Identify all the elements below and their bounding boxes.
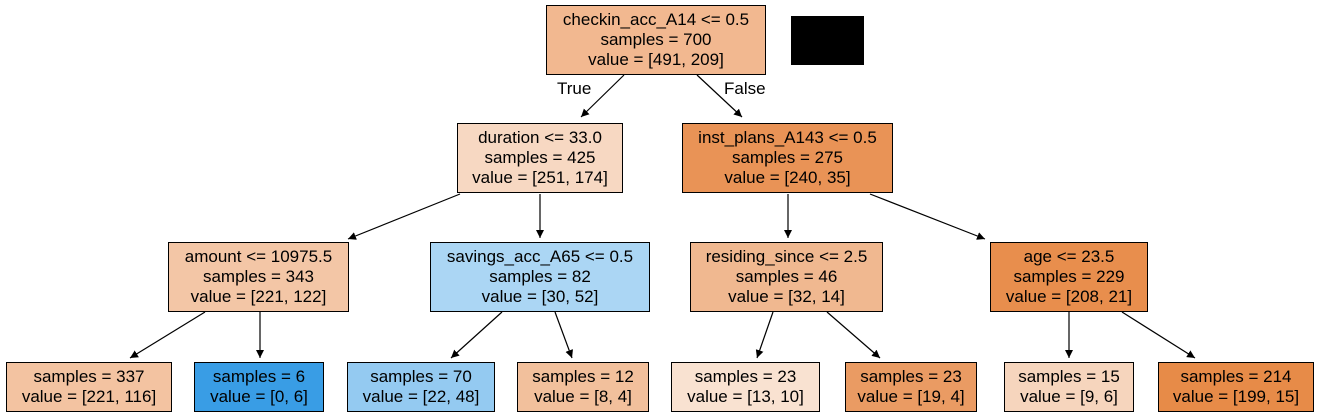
tree-node: inst_plans_A143 <= 0.5 samples = 275 val… [682,123,893,193]
node-samples: samples = 343 [202,267,315,286]
node-value: value = [221, 116] [21,387,157,406]
tree-leaf: samples = 23 value = [13, 10] [671,362,820,412]
node-samples: samples = 12 [532,367,634,386]
node-value: value = [19, 4] [857,387,965,406]
tree-node: residing_since <= 2.5 samples = 46 value… [690,242,883,312]
node-samples: samples = 46 [735,267,838,286]
redaction-box [791,16,864,65]
tree-edge-arrow [755,311,774,359]
node-split: savings_acc_A65 <= 0.5 [446,247,634,266]
node-samples: samples = 82 [489,267,591,286]
tree-leaf: samples = 214 value = [199, 15] [1158,362,1314,412]
node-value: value = [240, 35] [724,168,851,187]
node-samples: samples = 6 [212,367,306,386]
node-value: value = [0, 6] [210,387,308,406]
tree-node: duration <= 33.0 samples = 425 value = [… [457,123,623,193]
node-samples: samples = 23 [694,367,797,386]
node-samples: samples = 425 [484,148,596,167]
node-split: residing_since <= 2.5 [705,247,868,266]
node-split: inst_plans_A143 <= 0.5 [698,128,877,147]
tree-leaf: samples = 12 value = [8, 4] [517,362,649,412]
edge-label-true: True [557,79,592,98]
tree-edge-arrow [1121,311,1196,359]
tree-leaf: samples = 337 value = [221, 116] [6,362,172,412]
tree-leaf: samples = 6 value = [0, 6] [194,362,324,412]
node-samples: samples = 15 [1018,367,1120,386]
tree-node: age <= 23.5 samples = 229 value = [208, … [990,242,1148,312]
tree-node: savings_acc_A65 <= 0.5 samples = 82 valu… [430,242,650,312]
node-value: value = [8, 4] [534,387,632,406]
tree-edge-arrow [554,311,573,359]
tree-edge-arrow [826,311,881,359]
tree-node: amount <= 10975.5 samples = 343 value = … [168,242,349,312]
node-value: value = [491, 209] [588,50,724,69]
node-split: duration <= 33.0 [478,128,602,147]
node-value: value = [30, 52] [481,287,599,306]
node-value: value = [251, 174] [472,168,608,187]
node-samples: samples = 275 [731,148,844,167]
node-value: value = [13, 10] [687,387,804,406]
tree-leaf: samples = 70 value = [22, 48] [347,362,495,412]
tree-edge-arrow [347,193,461,240]
node-value: value = [22, 48] [362,387,480,406]
node-samples: samples = 70 [370,367,472,386]
tree-edge-arrow [869,193,986,240]
node-value: value = [221, 122] [190,287,327,306]
node-value: value = [32, 14] [728,287,845,306]
node-samples: samples = 214 [1180,367,1292,386]
node-samples: samples = 23 [860,367,962,386]
node-value: value = [199, 15] [1172,387,1300,406]
tree-leaf: samples = 15 value = [9, 6] [1004,362,1134,412]
tree-edge-arrow [696,74,743,118]
tree-leaf: samples = 23 value = [19, 4] [845,362,977,412]
node-split: checkin_acc_A14 <= 0.5 [562,10,750,29]
tree-edge-arrow [450,311,503,359]
node-samples: samples = 229 [1013,267,1125,286]
node-split: age <= 23.5 [1023,247,1115,266]
edge-label-false: False [724,79,766,98]
node-samples: samples = 337 [33,367,145,386]
node-value: value = [9, 6] [1020,387,1118,406]
tree-edge-arrow [129,311,206,359]
tree-node-root: checkin_acc_A14 <= 0.5 samples = 700 val… [546,5,766,75]
node-split: amount <= 10975.5 [184,247,333,266]
tree-edge-arrow [580,74,625,118]
node-value: value = [208, 21] [1005,287,1133,306]
node-samples: samples = 700 [600,30,712,49]
